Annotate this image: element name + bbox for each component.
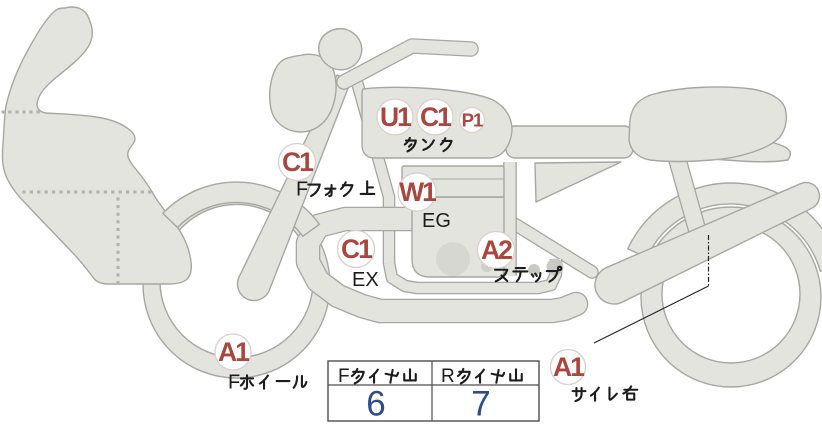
- svg-text:P1: P1: [462, 110, 483, 131]
- svg-text:EG: EG: [422, 210, 451, 232]
- svg-text:U1: U1: [380, 102, 411, 132]
- svg-text:6: 6: [366, 385, 385, 424]
- svg-text:C1: C1: [282, 147, 313, 177]
- svg-text:EX: EX: [352, 269, 379, 291]
- svg-text:A2: A2: [481, 235, 512, 265]
- svg-text:F: F: [296, 179, 308, 201]
- svg-text:C1: C1: [420, 102, 451, 132]
- svg-text:7: 7: [471, 385, 490, 424]
- svg-text:C1: C1: [341, 234, 372, 264]
- svg-text:F: F: [228, 372, 240, 394]
- svg-text:A1: A1: [218, 337, 249, 367]
- svg-text:W1: W1: [399, 177, 436, 207]
- svg-text:A1: A1: [553, 352, 584, 382]
- svg-text:F: F: [338, 366, 350, 387]
- svg-text:R: R: [441, 366, 455, 387]
